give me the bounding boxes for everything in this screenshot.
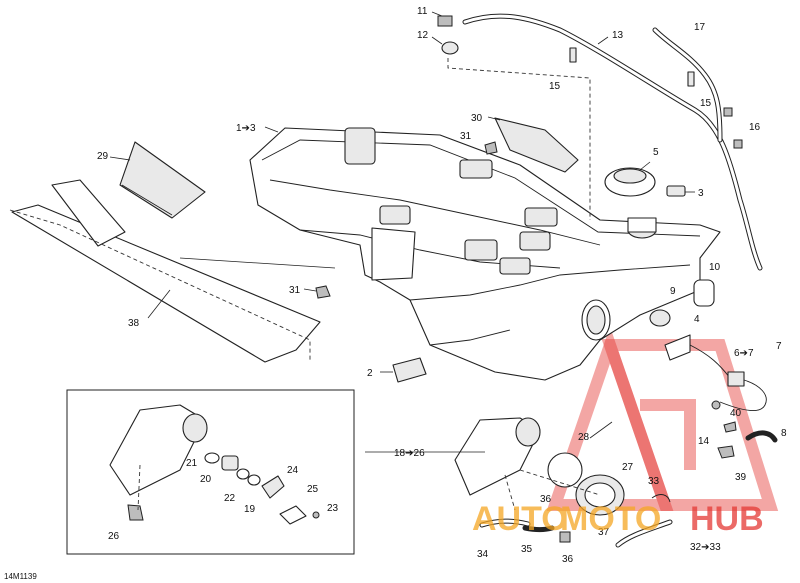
callout-21: 21 bbox=[186, 458, 198, 469]
check-valve-4 bbox=[664, 334, 691, 361]
callout-4: 4 bbox=[694, 314, 700, 325]
callout-10: 10 bbox=[709, 262, 721, 273]
callout-26: 26 bbox=[108, 531, 120, 542]
clamp-15b bbox=[687, 71, 695, 87]
callout-36b: 36 bbox=[562, 554, 574, 565]
callout-labels: 11 12 13 15 15 16 17 1➔3 29 30 31 5 3 31… bbox=[4, 6, 787, 581]
seal-21 bbox=[204, 452, 220, 464]
fitting-24 bbox=[261, 475, 285, 499]
callout-33: 33 bbox=[648, 476, 660, 487]
ring-22 bbox=[236, 468, 250, 480]
callout-17: 17 bbox=[694, 22, 706, 33]
fuel-pump-assembly bbox=[454, 417, 625, 516]
detail-inset-box bbox=[66, 389, 355, 555]
callout-11: 11 bbox=[417, 6, 428, 17]
callout-27: 27 bbox=[622, 462, 634, 473]
connector-11 bbox=[437, 15, 453, 27]
callout-5: 5 bbox=[653, 147, 659, 158]
callout-24: 24 bbox=[287, 465, 299, 476]
callout-9: 9 bbox=[670, 286, 676, 297]
callout-16: 16 bbox=[749, 122, 761, 133]
right-side-parts bbox=[649, 279, 778, 459]
clip-40 bbox=[723, 421, 737, 433]
callout-15b: 15 bbox=[700, 98, 712, 109]
callout-38: 38 bbox=[128, 318, 140, 329]
callout-3: 3 bbox=[698, 188, 704, 199]
callout-12: 12 bbox=[417, 30, 429, 41]
pad-38 bbox=[9, 179, 321, 363]
callout-14: 14 bbox=[698, 436, 710, 447]
filter-20 bbox=[221, 455, 239, 471]
watermark-moto: MOTO bbox=[560, 500, 661, 538]
gasket-25 bbox=[279, 505, 307, 525]
sensor-6 bbox=[727, 371, 745, 387]
gasket-10 bbox=[693, 279, 715, 307]
callout-6to7: 6➔7 bbox=[734, 348, 754, 359]
callout-23: 23 bbox=[327, 503, 339, 514]
callout-8: 8 bbox=[781, 428, 787, 439]
callout-30: 30 bbox=[471, 113, 483, 124]
clip-31-top bbox=[484, 141, 498, 155]
callout-31a: 31 bbox=[460, 131, 472, 142]
callout-15a: 15 bbox=[549, 81, 561, 92]
connector-16b bbox=[733, 139, 743, 149]
callout-28: 28 bbox=[578, 432, 590, 443]
callout-1to3: 1➔3 bbox=[236, 123, 256, 134]
heat-shield-29 bbox=[119, 141, 206, 219]
callout-25: 25 bbox=[307, 484, 319, 495]
callout-13: 13 bbox=[612, 30, 624, 41]
connector-16a bbox=[723, 107, 733, 117]
bolt-36 bbox=[559, 531, 571, 543]
clamp-15a bbox=[569, 47, 577, 63]
callout-39: 39 bbox=[735, 472, 747, 483]
pad-2 bbox=[392, 357, 427, 383]
watermark-auto: AUTO bbox=[472, 500, 568, 538]
o-ring-28 bbox=[547, 452, 583, 488]
callout-32to33: 32➔33 bbox=[690, 542, 721, 553]
vent-hoses bbox=[437, 13, 763, 271]
fuel-cap-5 bbox=[604, 167, 656, 197]
fuel-lines-bottom bbox=[479, 494, 673, 548]
watermark-text: AUTO MOTO HUB bbox=[472, 500, 764, 538]
callout-40: 40 bbox=[730, 408, 742, 419]
watermark-hub: HUB bbox=[690, 500, 764, 538]
callout-31b: 31 bbox=[289, 285, 301, 296]
screw-23 bbox=[312, 511, 320, 519]
shield-30 bbox=[494, 117, 579, 173]
leader-lines bbox=[109, 11, 695, 453]
clip-26 bbox=[127, 504, 144, 521]
callout-7: 7 bbox=[776, 341, 782, 352]
valve-12 bbox=[441, 41, 459, 55]
clip-3 bbox=[666, 185, 686, 197]
clamp-39 bbox=[717, 445, 735, 459]
clip-31-left bbox=[315, 285, 331, 299]
callout-2: 2 bbox=[367, 368, 373, 379]
callout-36a: 36 bbox=[540, 494, 552, 505]
fuel-tank bbox=[249, 127, 721, 381]
callout-19: 19 bbox=[244, 504, 256, 515]
callout-29: 29 bbox=[97, 151, 109, 162]
callout-18to26: 18➔26 bbox=[394, 448, 425, 459]
ring-19 bbox=[247, 474, 261, 486]
callout-20: 20 bbox=[200, 474, 212, 485]
callout-34: 34 bbox=[477, 549, 489, 560]
callout-35: 35 bbox=[521, 544, 533, 555]
diagram-code: 14M1139 bbox=[4, 572, 37, 581]
seal-9 bbox=[649, 309, 671, 327]
callout-22: 22 bbox=[224, 493, 236, 504]
callout-37: 37 bbox=[598, 527, 610, 538]
